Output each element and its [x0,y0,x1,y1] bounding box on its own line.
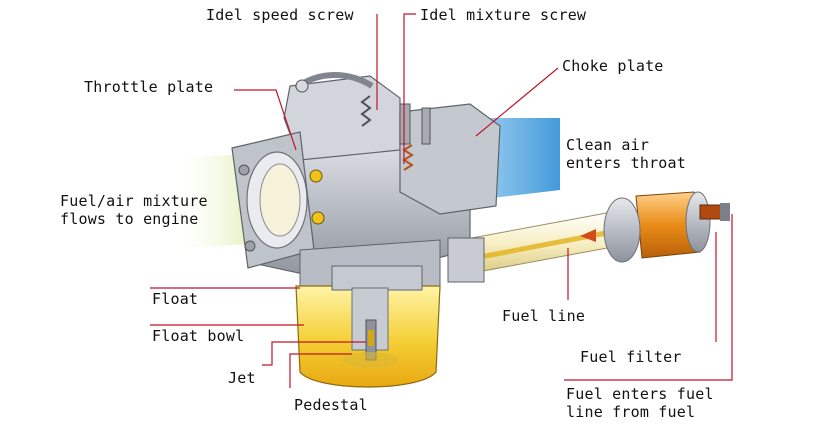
label-fuel-air-line1: Fuel/air mixture [60,192,208,210]
label-fuel-enters-line1: Fuel enters fuel [566,385,714,403]
label-choke-plate: Choke plate [562,57,664,75]
label-fuel-air-line2: flows to engine [60,210,199,228]
label-clean-air-line2: enters throat [566,154,686,172]
label-clean-air-line1: Clean air [566,136,650,154]
label-fuel-filter: Fuel filter [580,348,682,366]
leader-lines [150,13,733,388]
label-jet: Jet [228,369,256,387]
carburetor-body [231,72,501,293]
label-pedestal: Pedestal [294,396,368,414]
label-fuel-line: Fuel line [502,307,586,325]
label-float-bowl: Float bowl [152,327,245,345]
label-fuel-enters-line2: line from fuel [566,403,696,421]
float-bowl-graphic [295,265,441,388]
fuel-filter-graphic [603,191,730,263]
label-idle-mixture-screw: Idel mixture screw [420,6,587,24]
label-throttle-plate: Throttle plate [84,78,214,96]
label-float: Float [152,290,199,308]
label-idle-speed-screw: Idel speed screw [206,6,354,24]
